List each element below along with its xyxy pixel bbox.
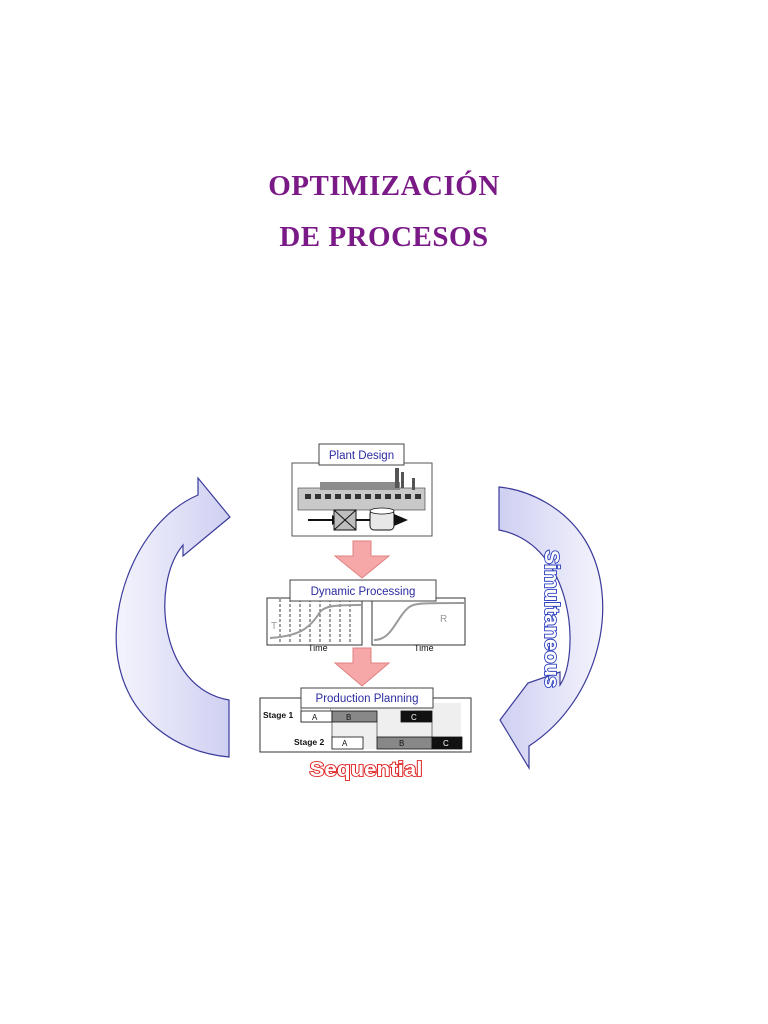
graph-left-time: Time [308,643,328,653]
document-title-line1: OPTIMIZACIÓN [268,170,500,202]
valve-icon [333,509,357,531]
right-cycle-arrow [498,486,604,771]
document-title-line2: DE PROCESOS [279,221,489,253]
dynamic-processing-label: Dynamic Processing [311,586,416,598]
left-cycle-arrow [115,476,231,758]
stage1-batch-b: B [346,713,351,722]
stage2-batch-b: B [399,739,404,748]
stage2-label: Stage 2 [294,737,325,747]
flow-arrow-2 [333,647,391,687]
stage1-batch-a: A [312,713,318,722]
simultaneous-label: Simultaneous [540,550,562,688]
graph-left-var: T [271,621,277,632]
stage2-batch-c: C [443,739,449,748]
stage2-batch-a: A [342,739,348,748]
dynamic-graph-right [371,597,466,646]
flow-arrow-1 [333,540,391,579]
graph-right-var: R [440,614,447,625]
stage1-batch-c: C [411,713,417,722]
plant-design-label: Plant Design [329,450,394,462]
production-planning-label: Production Planning [316,693,419,705]
stage1-label: Stage 1 [263,710,294,720]
factory-icon [297,468,426,511]
graph-right-time: Time [414,643,434,653]
tank-icon [369,507,395,531]
sequential-label: Sequential [310,759,423,781]
